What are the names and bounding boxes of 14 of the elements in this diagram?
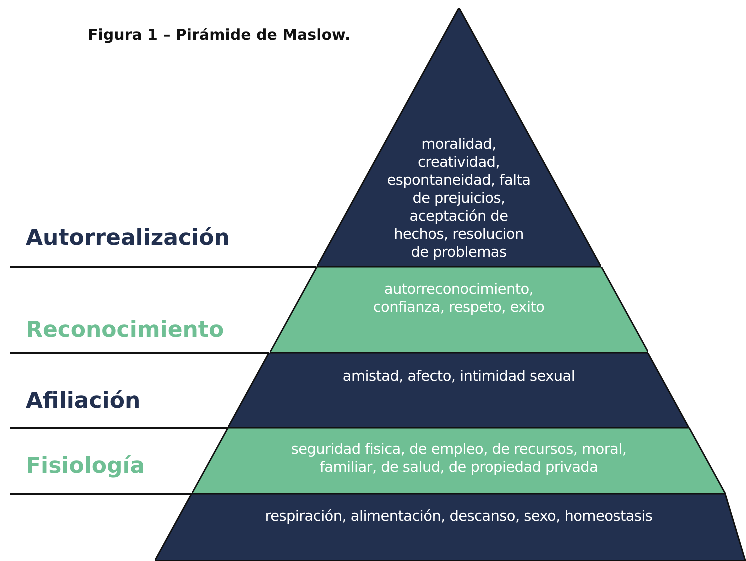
pyramid-level — [155, 494, 746, 561]
pyramid-level — [192, 428, 726, 494]
level-text: seguridad fisica, de empleo, de recursos, moral, familiar, de salud, de propiedad privada — [290, 441, 628, 477]
level-text: amistad, afecto, intimidad sexual — [342, 368, 576, 386]
level-name: Reconocimiento — [26, 318, 224, 343]
pyramid-level — [270, 267, 648, 353]
figure-title: Figura 1 – Pirámide de Maslow. — [88, 26, 351, 44]
level-text: autorreconocimiento, confianza, respeto, exito — [372, 281, 546, 317]
level-name: Autorrealización — [26, 226, 230, 251]
level-text: respiración, alimentación, descanso, sexo, homeostasis — [264, 508, 654, 526]
level-name: Afiliación — [26, 389, 141, 414]
level-name: Fisiología — [26, 454, 146, 479]
level-text: moralidad, creatividad, espontaneidad, falta de prejuicios, aceptación de hechos, resolucion de problemas — [386, 136, 532, 262]
pyramid-level — [228, 353, 690, 428]
